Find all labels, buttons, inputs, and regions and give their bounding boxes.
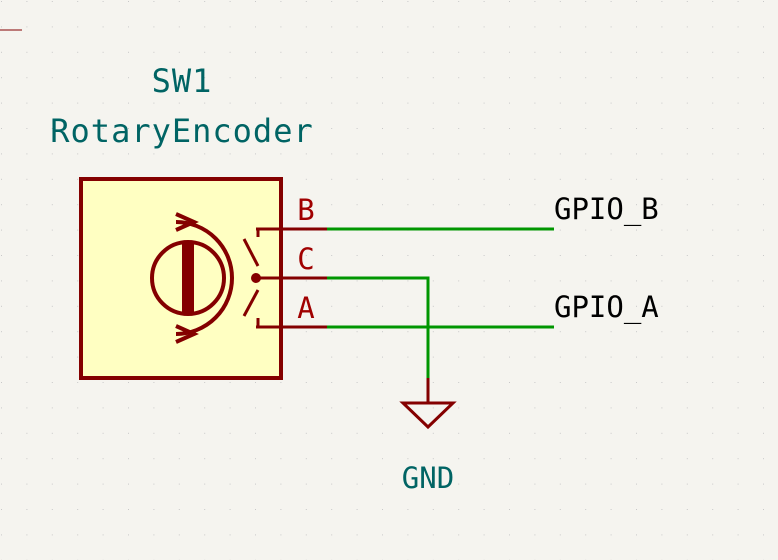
wire-gnd[interactable] (327, 276, 430, 378)
rotation-arc-icon (175, 220, 234, 336)
pin-a[interactable]: A (281, 291, 327, 329)
pin-c[interactable]: C (281, 242, 327, 280)
rotation-arrow-top-icon (175, 212, 199, 232)
gnd-power-symbol[interactable]: GND (399, 378, 457, 495)
net-label-gpio-a[interactable]: GPIO_A (554, 290, 659, 325)
net-label-gpio-b[interactable]: GPIO_B (554, 192, 659, 227)
pin-b[interactable]: B (281, 193, 327, 231)
contact-b-blade-icon (242, 238, 260, 267)
component-value[interactable]: RotaryEncoder (50, 112, 313, 150)
pin-a-label: A (297, 291, 314, 325)
symbol-body (79, 177, 283, 380)
component-reference[interactable]: SW1 (152, 62, 213, 100)
rotary-encoder-symbol[interactable] (79, 177, 283, 380)
pin-c-label: C (297, 242, 314, 276)
pin-b-label: B (297, 193, 314, 227)
rotation-arrow-bottom-icon (175, 324, 199, 344)
ground-icon (399, 401, 457, 430)
encoder-knob-icon (150, 240, 226, 316)
contact-a-blade-icon (242, 289, 260, 317)
gnd-label: GND (402, 461, 454, 495)
encoder-knob-bar (182, 244, 194, 312)
